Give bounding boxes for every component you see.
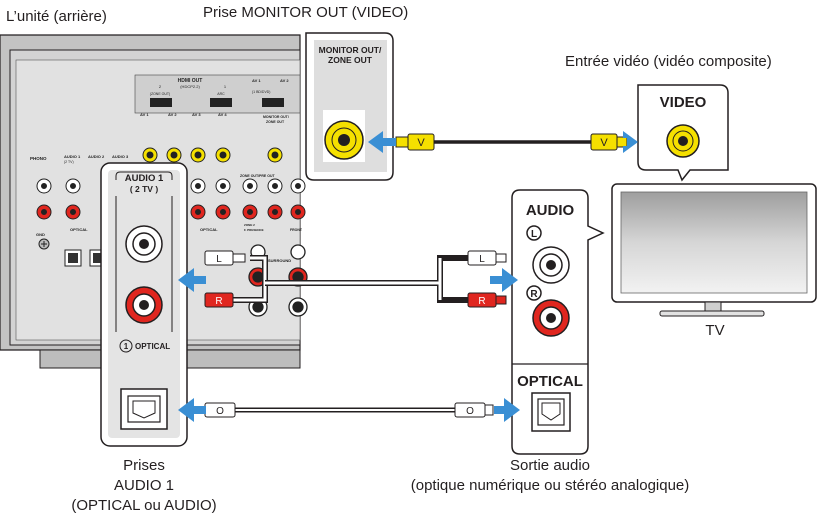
analog-audio-cable: L R L R [204, 250, 507, 308]
rcv-audio3-text: AUDIO 3 [112, 154, 129, 159]
audio1-optical-label: OPTICAL [135, 342, 170, 351]
tv-optical-title: OPTICAL [517, 373, 583, 390]
monitor-panel-title-2: ZONE OUT [328, 55, 373, 65]
av-row-3: AV 3 [192, 112, 201, 117]
zone-pre-out-text: ZONE OUT/PRE OUT [240, 174, 275, 178]
av2-text: AV 2 [280, 78, 289, 83]
audio1-title-2: ( 2 TV ) [130, 184, 159, 194]
tv-audio-l-mark: L [531, 229, 537, 240]
hdmi-2-text: 2 [159, 84, 162, 89]
arrow-analog-in [178, 268, 206, 292]
rcv-audio1-text: AUDIO 1 [64, 154, 81, 159]
rcv-monitor-out: MONITOR OUT/ [263, 115, 289, 119]
optical-text-right: O [466, 406, 474, 417]
arc-text: ARC [217, 92, 225, 96]
audio1-jacks-line1: Prises [123, 457, 165, 474]
analog-r-text-right: R [478, 296, 485, 307]
av-row-2: AV 2 [168, 112, 177, 117]
rcv-optical-2-text: OPTICAL [200, 227, 218, 232]
video-cable-tag-left [407, 133, 435, 151]
arrow-video-out [368, 131, 396, 153]
audio1-optical-num: 1 [124, 342, 129, 351]
arrow-analog-out [490, 268, 518, 292]
tv-label: TV [705, 322, 725, 339]
tv-video-title: VIDEO [660, 94, 707, 111]
rcv-audio2-text: AUDIO 2 [88, 154, 105, 159]
surround-text: SURROUND [268, 258, 291, 263]
rcv-audio1-sub: (2 TV) [64, 160, 74, 164]
audio1-panel: AUDIO 1 ( 2 TV ) 1 OPTICAL [100, 162, 188, 447]
hdcp-text: (HDCP2.2) [180, 84, 200, 89]
analog-l-text-left: L [216, 254, 222, 265]
tv-audio-title: AUDIO [526, 202, 575, 219]
tv-audio-r-mark: R [530, 289, 538, 300]
av-row-1: AV 1 [140, 112, 149, 117]
f-presence-text: F. PRESENCE [244, 228, 264, 232]
video-cable: V V [395, 133, 628, 151]
audio1-title-1: AUDIO 1 [125, 173, 164, 184]
rcv-optical-text: OPTICAL [70, 227, 88, 232]
arrow-optical-in [178, 398, 206, 422]
tv-audio-panel: AUDIO L R OPTICAL [511, 189, 605, 455]
hdmi-out-text: HDMI OUT [178, 78, 203, 84]
front-text: FRONT [290, 228, 303, 232]
unit-rear-label: L’unité (arrière) [6, 8, 107, 25]
video-tag-text-right: V [600, 137, 608, 149]
tv-set [611, 183, 817, 317]
video-tag-text-left: V [417, 137, 425, 149]
signal-arrows [178, 131, 638, 422]
analog-r-tag-left [204, 292, 234, 308]
analog-r-text-left: R [215, 296, 222, 307]
monitor-panel-title-1: MONITOR OUT/ [319, 45, 382, 55]
phono-text: PHONO [30, 156, 47, 161]
audio-out-line2: (optique numérique ou stéréo analogique) [410, 477, 690, 494]
optical-cable: O O [204, 402, 494, 418]
monitor-out-panel: MONITOR OUT/ ZONE OUT [305, 32, 394, 181]
arrow-video-in [623, 131, 638, 153]
monitor-out-label: Prise MONITOR OUT (VIDEO) [203, 4, 409, 21]
rcv-monitor-zone: ZONE OUT [266, 120, 285, 124]
analog-l-text-right: L [479, 254, 485, 265]
optical-text-left: O [216, 406, 224, 417]
hdmi-1-text: 1 [224, 84, 227, 89]
audio1-jacks-line3: (OPTICAL ou AUDIO) [71, 497, 217, 514]
tv-video-panel: VIDEO [637, 84, 729, 182]
zone2-text: ZONE 2 [244, 223, 255, 227]
bd-dvd-text: (1 BD/DVD) [252, 90, 270, 94]
audio1-jacks-line2: AUDIO 1 [113, 477, 174, 494]
audio-out-line1: Sortie audio [509, 457, 591, 474]
zone-out-text: (ZONE OUT) [150, 92, 170, 96]
video-input-label: Entrée vidéo (vidéo composite) [565, 53, 772, 70]
av-row-4: AV 4 [218, 112, 227, 117]
gnd-text: GND [36, 232, 45, 237]
av1-text: AV 1 [252, 78, 261, 83]
arrow-optical-out [494, 398, 520, 422]
